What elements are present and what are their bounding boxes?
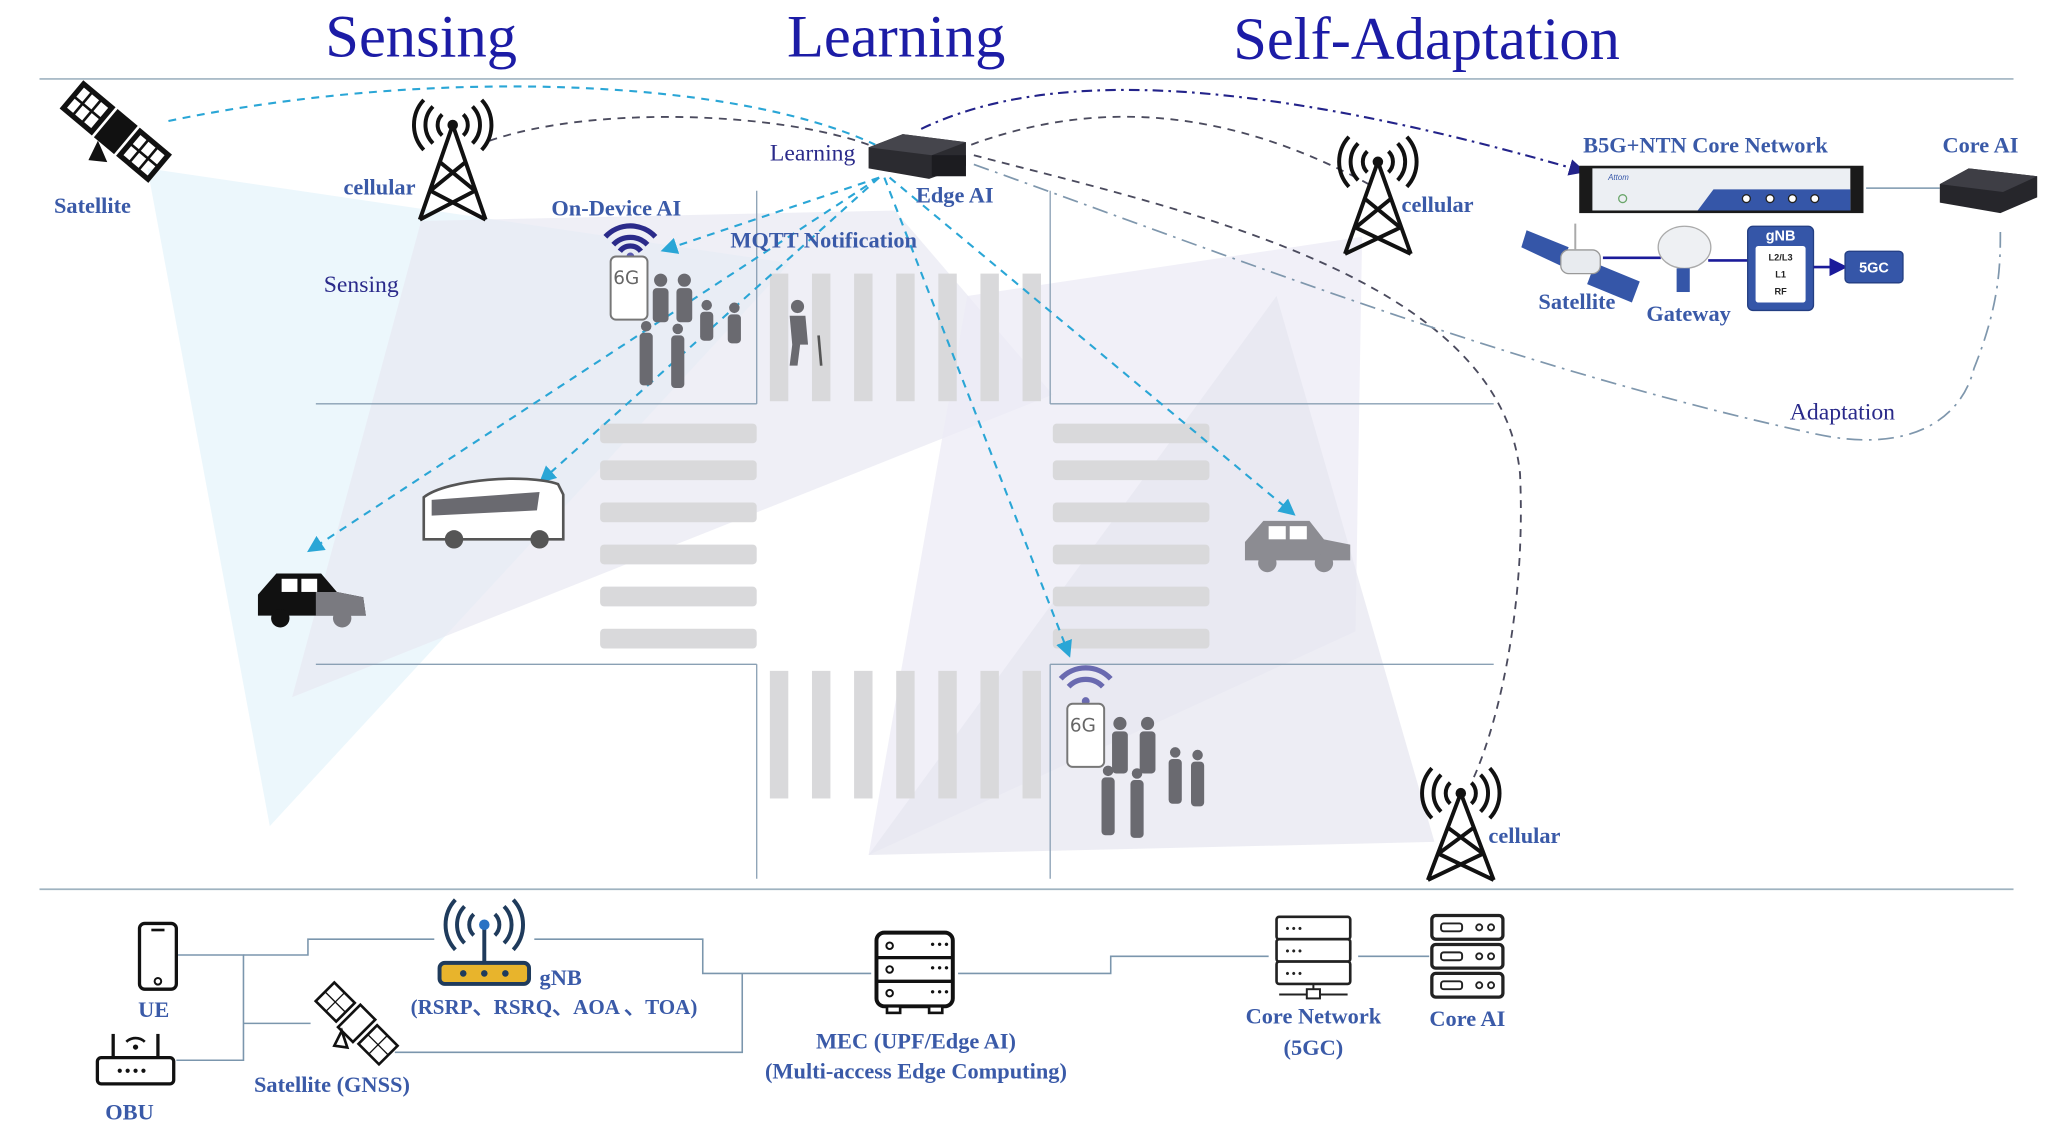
core-ai-device-icon [1939, 168, 2038, 214]
notify-on-device-ai [660, 176, 880, 254]
cellular-label-right: cellular [1402, 192, 1474, 217]
edge-to-cellular-right-link [970, 115, 1370, 185]
mqtt-notification-label: MQTT Notification [730, 227, 917, 252]
cellular-tower-icon [1337, 135, 1419, 256]
core-network-label-line2: (5GC) [1284, 1035, 1344, 1060]
gnb-box-title: gNB [1766, 229, 1796, 245]
core-ai-top-label: Core AI [1942, 133, 2018, 158]
edge-to-cellular-bottom-link [973, 154, 1522, 784]
core-network-appliance-icon: Attom [1579, 165, 1864, 214]
gnb-layer-rf: RF [1774, 287, 1787, 297]
gnb-label: gNB [540, 965, 582, 990]
gnb-layer-l2l3: L2/L3 [1769, 252, 1793, 262]
5gc-box: 5GC [1844, 250, 1904, 284]
gnb-metrics-label: (RSRP、RSRQ、AOA 、TOA) [411, 995, 698, 1019]
satellite-icon [59, 80, 173, 183]
cellular-label-bottom: cellular [1488, 823, 1560, 848]
core-ai-server-icon [1430, 913, 1505, 999]
mec-to-core-network-link [958, 955, 1269, 975]
gnb-layer-l1: L1 [1775, 270, 1786, 280]
sensing-label: Sensing [324, 272, 399, 298]
svg-text:•••: ••• [929, 985, 950, 999]
edge-ai-device-icon [868, 134, 966, 179]
gnss-satellite-icon [313, 980, 400, 1067]
ue-trunk [176, 954, 245, 1062]
core-ai-bottom-label: Core AI [1429, 1006, 1505, 1031]
obu-router-icon [95, 1033, 176, 1086]
pedestrian-group-icon [639, 273, 741, 389]
cellular-to-edge-link [489, 116, 869, 146]
bus-icon [422, 477, 565, 549]
satellite-label: Satellite [54, 193, 131, 218]
appliance-brand: Attom [1607, 173, 1629, 182]
phone-6g-badge: 6G [613, 268, 639, 289]
gnss-label: Satellite (GNSS) [254, 1072, 410, 1097]
mec-label-line2: (Multi-access Edge Computing) [765, 1059, 1067, 1084]
adaptation-label: Adaptation [1790, 400, 1895, 426]
pedestrian-group-icon [1101, 716, 1205, 838]
elderly-pedestrian-icon [789, 299, 823, 366]
pedestrian-phone-icon: 6G [1058, 665, 1113, 768]
svg-text:•••: ••• [929, 937, 950, 951]
phone-6g-badge: 6G [1070, 715, 1096, 736]
learning-label: Learning [770, 140, 856, 166]
cellular-tower-icon [412, 98, 494, 222]
title-self-adaptation: Self-Adaptation [1233, 6, 1620, 73]
edge-to-core-network-link [920, 88, 1586, 176]
gateway-label: Gateway [1646, 301, 1730, 326]
title-learning: Learning [787, 4, 1005, 71]
5gc-label: 5GC [1859, 260, 1889, 276]
crosswalk-bottom [769, 670, 1041, 799]
crosswalk-right [1052, 423, 1210, 649]
title-sensing: Sensing [325, 4, 517, 71]
road-intersection [315, 190, 1494, 879]
mec-server-icon: ••• ••• ••• [874, 930, 955, 1015]
core-network-label-line1: Core Network [1246, 1003, 1382, 1028]
gnb-stack-box: gNB L2/L3 L1 RF [1747, 225, 1815, 312]
gateway-dish-icon [1657, 225, 1712, 293]
ue-label: UE [138, 997, 169, 1022]
b5g-ntn-core-network-label: B5G+NTN Core Network [1583, 133, 1828, 158]
notify-bus [539, 176, 880, 483]
on-device-phone-icon: 6G [603, 223, 658, 321]
cellular-beam-right-bottom [868, 295, 1435, 856]
crosswalk-left [600, 423, 757, 649]
cellular-tower-icon [1420, 766, 1502, 882]
svg-text:•••: ••• [1284, 946, 1303, 958]
obu-label: OBU [105, 1099, 153, 1124]
gnb-router-icon [437, 898, 532, 986]
svg-text:•••: ••• [1284, 924, 1303, 936]
core-network-server-icon: ••• ••• ••• [1275, 915, 1352, 1000]
edge-ai-label: Edge AI [916, 183, 994, 208]
gnss-to-mec-link [394, 973, 744, 1054]
ue-to-gnb-link [243, 938, 435, 956]
on-device-ai-label: On-Device AI [551, 196, 681, 221]
crosswalk-top [769, 273, 1041, 402]
edge-adaptation-link [973, 163, 2002, 441]
satellite-to-edge-link [168, 85, 876, 146]
links [168, 85, 2002, 784]
notify-pedestrians-bottom [883, 177, 1072, 658]
bottom-topology: UE OBU gNB (RSRP、RSRQ、AOA 、TOA) [95, 898, 1505, 1124]
cellular-label-left: cellular [343, 175, 415, 200]
gnb-to-mec-link [534, 938, 872, 975]
svg-text:•••: ••• [1284, 968, 1303, 980]
notify-car-right [888, 176, 1296, 516]
car-left-icon [257, 573, 366, 628]
mec-label-line1: MEC (UPF/Edge AI) [816, 1028, 1016, 1053]
ntn-satellite-label: Satellite [1538, 289, 1615, 314]
notify-car-left [307, 176, 880, 553]
svg-text:•••: ••• [929, 961, 950, 975]
car-right-icon [1244, 520, 1351, 573]
ue-phone-icon [137, 921, 178, 991]
ntn-satellite-icon [1521, 223, 1640, 303]
